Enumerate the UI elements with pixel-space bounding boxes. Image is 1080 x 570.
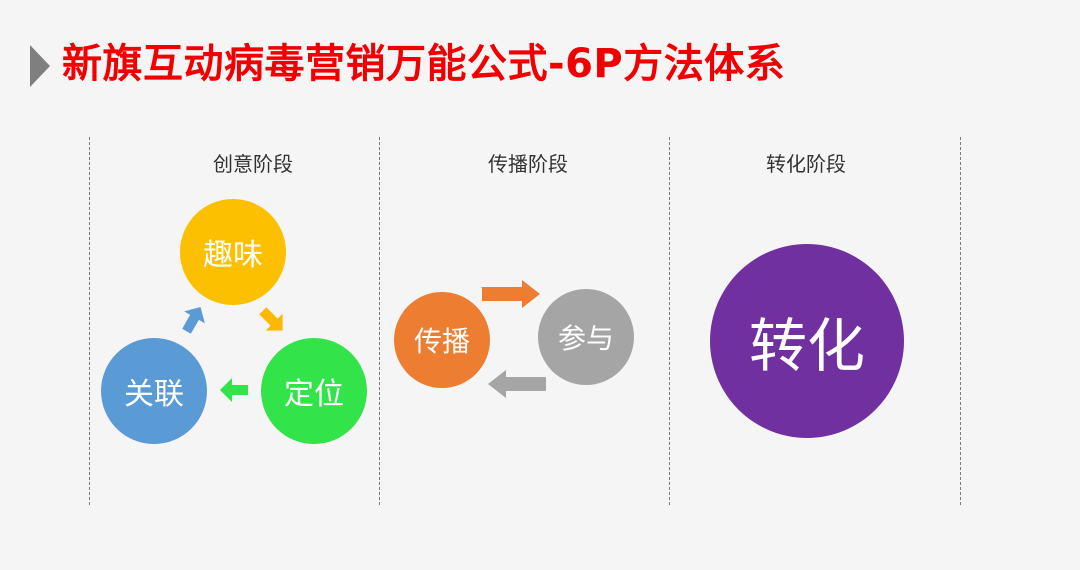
association-label: 关联 (124, 377, 184, 412)
fun-label: 趣味 (203, 238, 263, 273)
stage-divider (669, 137, 670, 505)
participation-label: 参与 (557, 322, 614, 355)
page-title: 新旗互动病毒营销万能公式-6P方法体系 (62, 41, 786, 87)
stage-label-creative: 创意阶段 (213, 152, 293, 176)
stage-divider (960, 137, 961, 505)
positioning-label: 定位 (284, 377, 344, 412)
stage-divider (89, 137, 90, 505)
stage-label-conversion: 转化阶段 (766, 152, 846, 176)
title-triangle-marker (30, 45, 50, 87)
arrow-participation-to-spread (488, 370, 546, 398)
association-circle: 关联 (101, 338, 207, 444)
stage-divider (379, 137, 380, 505)
participation-circle: 参与 (538, 289, 634, 385)
positioning-circle: 定位 (261, 338, 367, 444)
conversion-label: 转化 (748, 312, 865, 380)
conversion-circle: 转化 (710, 244, 904, 438)
spread-circle: 传播 (394, 292, 490, 388)
arrow-association-to-fun (182, 307, 205, 334)
arrow-spread-to-participation (482, 280, 540, 308)
spread-label: 传播 (413, 325, 470, 358)
arrow-fun-to-positioning (259, 307, 283, 331)
arrow-positioning-to-association (220, 378, 248, 402)
fun-circle: 趣味 (180, 199, 286, 305)
stage-label-spread: 传播阶段 (488, 152, 568, 176)
